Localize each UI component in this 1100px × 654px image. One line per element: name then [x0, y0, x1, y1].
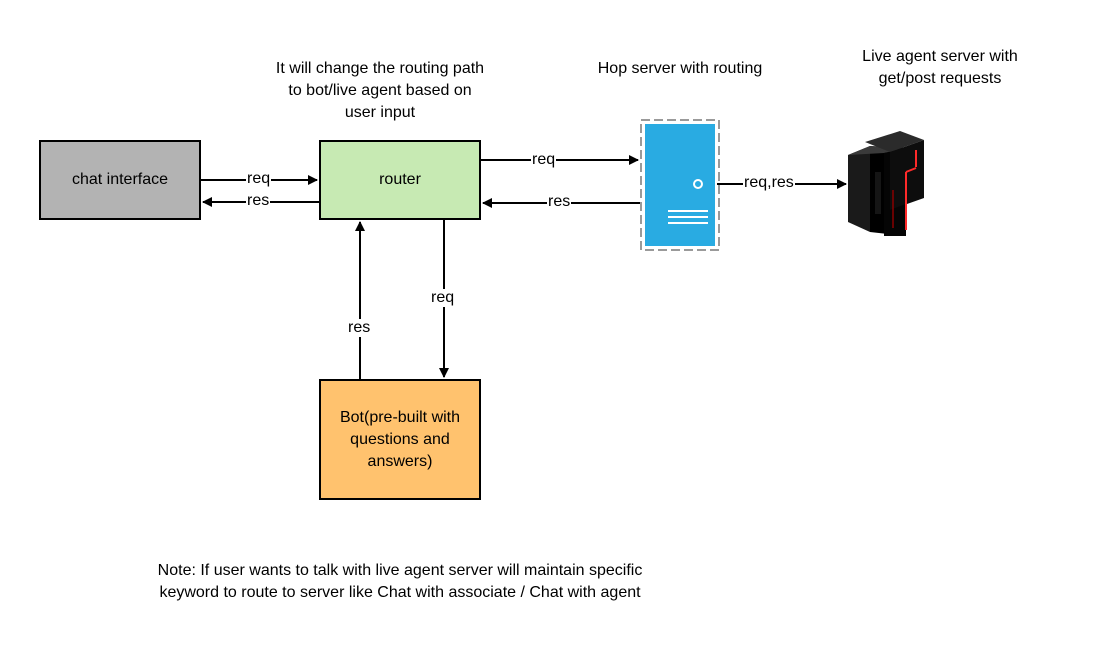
edge-label-hop-to-live: req,res [743, 174, 795, 192]
hop-server-caption: Hop server with routing [597, 60, 763, 77]
edge-label-hop-to-router: res [547, 193, 572, 211]
router-box: router [319, 140, 481, 220]
server-tower-icon [848, 131, 924, 236]
bot-label: Bot(pre-built with questions and answers… [339, 408, 461, 470]
bot-box: Bot(pre-built with questions and answers… [319, 379, 481, 500]
edge-label-chat-to-router: req [246, 170, 272, 188]
note-text: Note: If user wants to talk with live ag… [157, 562, 643, 601]
live-agent-server-caption: Live agent server with get/post requests [862, 48, 1018, 87]
router-label: router [379, 171, 421, 188]
edge-label-bot-to-router: res [347, 319, 372, 337]
chat-interface-box: chat interface [39, 140, 201, 220]
router-caption: It will change the routing path to bot/l… [275, 60, 485, 121]
chat-interface-label: chat interface [71, 171, 169, 188]
server-icon [640, 119, 720, 251]
edge-label-router-to-chat: res [246, 192, 271, 210]
edge-label-router-to-hop: req [531, 151, 557, 169]
edge-label-router-to-bot: req [430, 289, 456, 307]
